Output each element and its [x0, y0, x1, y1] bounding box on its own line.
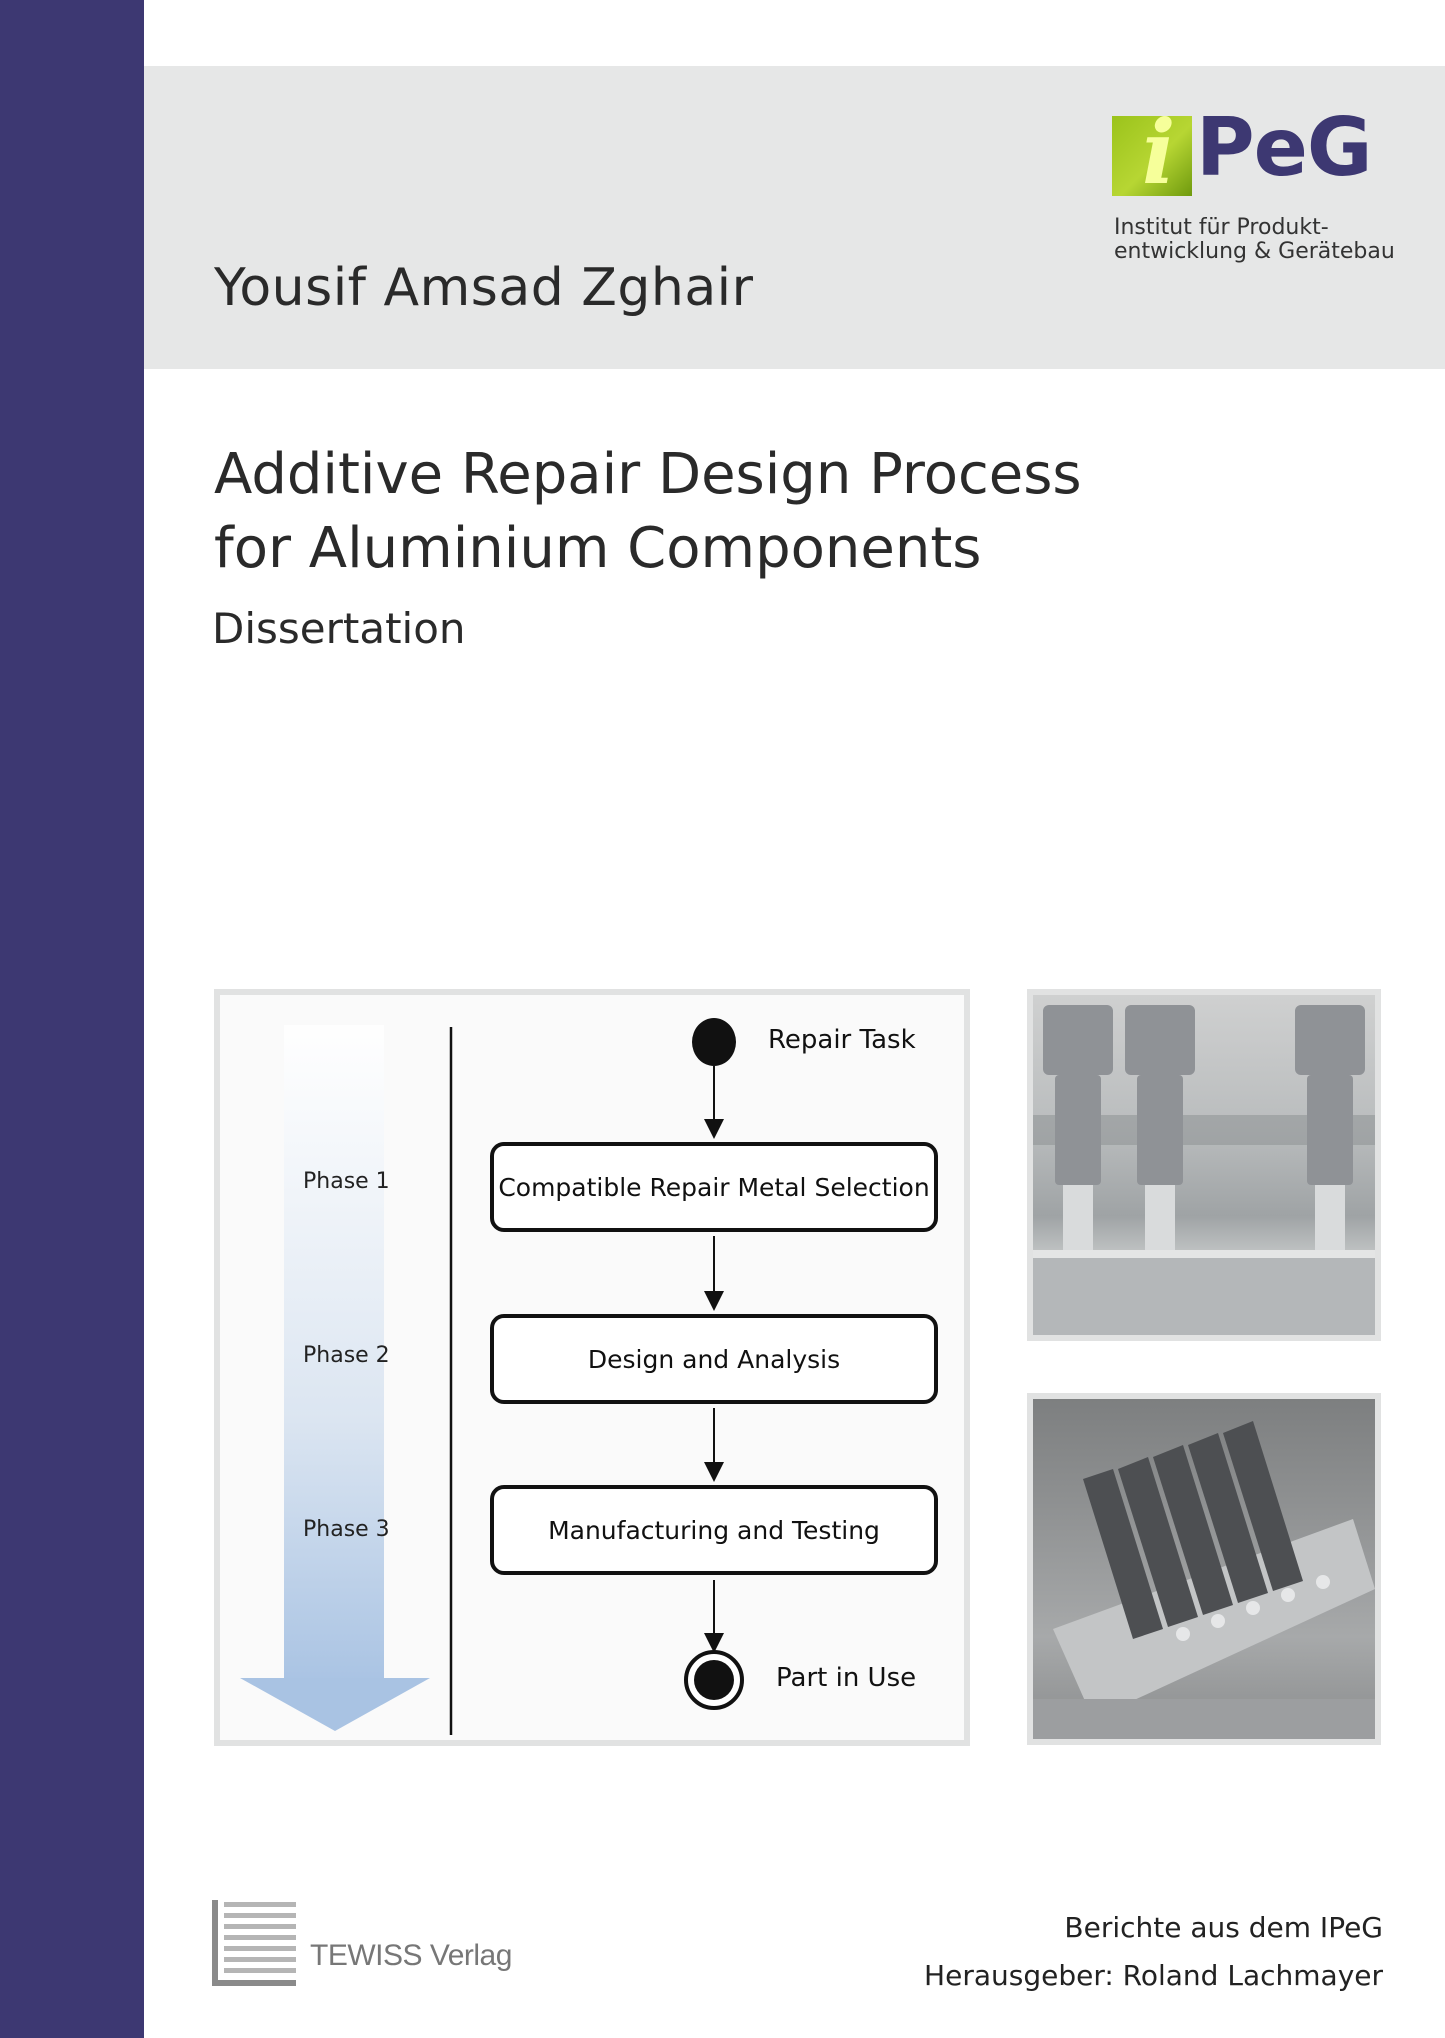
cover-sidebar: [0, 0, 144, 2038]
start-node: [692, 1018, 736, 1066]
tewiss-logo: [210, 1900, 510, 1990]
book-title-line1: Additive Repair Design Process: [214, 442, 1082, 507]
process-diagram: Repair Task Part in Use Phase 1 Phase 2 …: [214, 989, 970, 1746]
tewiss-logo-mark: [212, 1900, 296, 1986]
book-title: Additive Repair Design Process for Alumi…: [214, 438, 1082, 586]
photo-repaired-specimens-art: [1033, 1005, 1375, 1335]
step-node-1: Compatible Repair Metal Selection: [490, 1142, 938, 1232]
series-editor: Herausgeber: Roland Lachmayer: [924, 1959, 1383, 1992]
photo-machined-part-art: [1033, 1421, 1375, 1739]
phase-label-1: Phase 1: [303, 1169, 390, 1194]
ipeg-logo-initial: i: [1142, 100, 1176, 204]
step-node-2: Design and Analysis: [490, 1314, 938, 1404]
header-band: [144, 66, 1445, 369]
step-node-3: Manufacturing and Testing: [490, 1485, 938, 1575]
end-label: Part in Use: [776, 1663, 917, 1693]
photo-machined-part: [1027, 1393, 1381, 1745]
end-node: [694, 1660, 734, 1700]
institute-name: Institut für Produkt- entwicklung & Gerä…: [1114, 216, 1395, 264]
book-subtitle: Dissertation: [212, 604, 466, 653]
ipeg-logo-mark: i: [1112, 108, 1192, 196]
process-diagram-graphics: [240, 1018, 744, 1735]
phase-label-3: Phase 3: [303, 1517, 390, 1542]
phase-arrow-shaft: [284, 1025, 384, 1685]
ipeg-logo-text: PeG: [1196, 101, 1373, 194]
book-title-line2: for Aluminium Components: [214, 516, 982, 581]
institute-name-line2: entwicklung & Gerätebau: [1114, 239, 1395, 264]
phase-arrow-head: [240, 1678, 430, 1731]
ipeg-logo: i PeG Institut für Produkt- entwicklung …: [1112, 108, 1412, 276]
institute-name-line1: Institut für Produkt-: [1114, 215, 1329, 240]
photo-repaired-specimens: [1027, 989, 1381, 1341]
publisher-name: TEWISS Verlag: [310, 1939, 512, 1972]
start-label: Repair Task: [768, 1025, 916, 1055]
series-name: Berichte aus dem IPeG: [1064, 1911, 1383, 1944]
phase-label-2: Phase 2: [303, 1343, 390, 1368]
author-name: Yousif Amsad Zghair: [214, 258, 754, 318]
